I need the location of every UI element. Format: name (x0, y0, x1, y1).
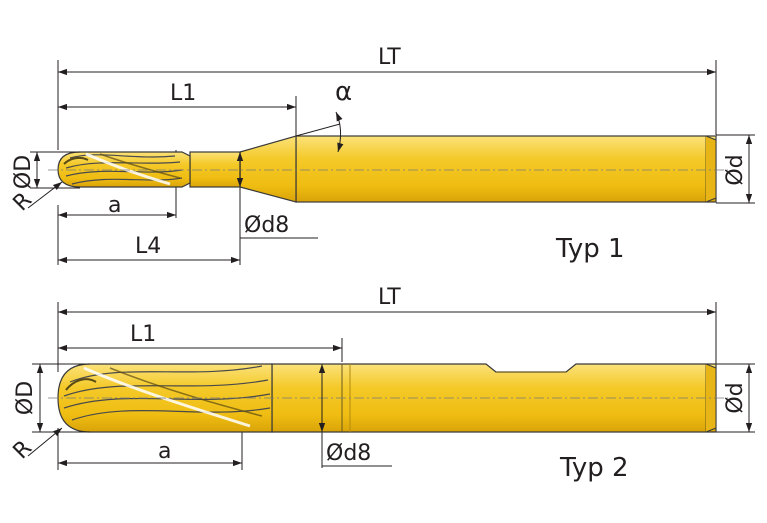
typ2-label: Typ 2 (559, 453, 629, 483)
typ2-tool (48, 363, 728, 433)
typ1-lt-label: LT (378, 45, 401, 70)
typ1-dd-label: Ød (723, 154, 748, 185)
typ2-d-label: ØD (13, 381, 38, 415)
typ1-tool (48, 135, 728, 203)
typ1-d8-label: Ød8 (244, 213, 289, 238)
typ2-l1-label: L1 (130, 322, 156, 347)
typ1-r-label: R (9, 188, 37, 216)
typ1-label: Typ 1 (555, 234, 625, 264)
typ1-l4-label: L4 (135, 234, 161, 259)
typ2-drawing: LT L1 ØD R a Ød8 Ød Typ 2 (9, 285, 755, 483)
typ2-d8-label: Ød8 (326, 441, 371, 466)
typ1-a-label: a (108, 193, 121, 218)
typ2-lt-label: LT (378, 285, 401, 310)
typ2-r-label: R (9, 436, 37, 464)
typ1-drawing: α LT L1 ØD R a L4 Ød8 Ød Typ 1 (9, 45, 755, 265)
typ2-dd-label: Ød (723, 382, 748, 413)
typ1-l1-label: L1 (170, 81, 196, 106)
typ1-d-label: ØD (11, 155, 36, 189)
typ2-a-label: a (158, 439, 171, 464)
typ1-alpha-label: α (335, 77, 352, 107)
